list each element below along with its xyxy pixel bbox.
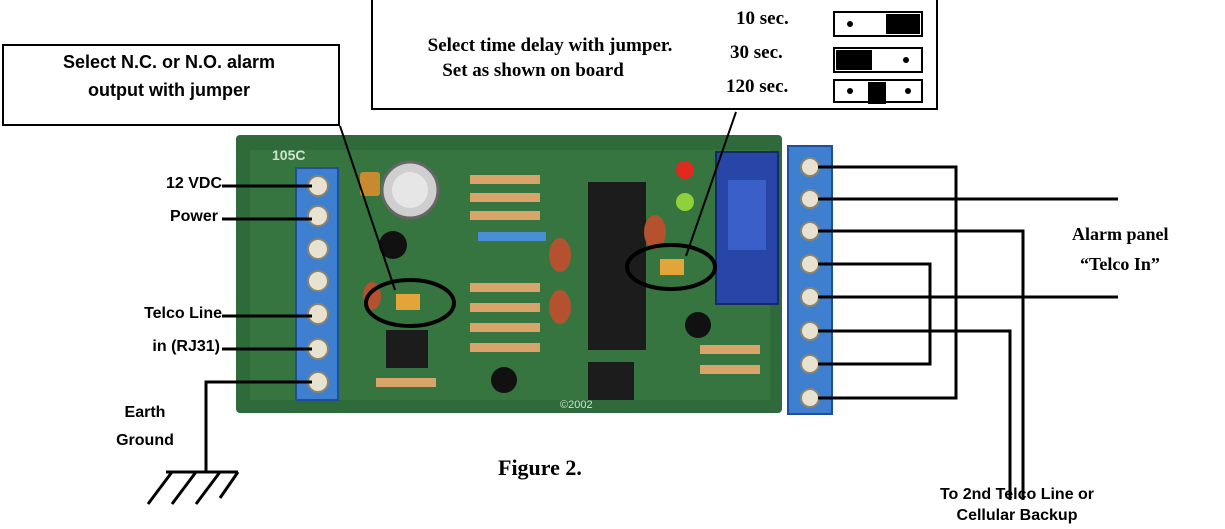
jumper-settings-diagram <box>833 11 923 104</box>
resistor <box>470 283 540 292</box>
nc-no-leader-line <box>339 125 396 291</box>
time-delay-label-line2: Set as shown on board <box>442 60 624 81</box>
wire-loop-outer <box>818 165 958 400</box>
terminal-screw <box>800 221 820 241</box>
tantalum-capacitor <box>360 172 380 196</box>
backup-wire-2 <box>818 329 1012 500</box>
jumper-shunt <box>868 82 886 104</box>
wire-loop-inner <box>818 262 932 366</box>
led-green <box>676 193 694 211</box>
time-delay-leader-line <box>685 111 737 257</box>
jumper-pin <box>847 88 853 94</box>
ic-chip-main <box>588 182 646 350</box>
terminal-screw <box>800 157 820 177</box>
terminal-screw <box>307 205 329 227</box>
ground-hatch <box>146 471 174 505</box>
board-copyright-marking: ©2002 <box>560 399 593 411</box>
board-model-marking: 105C <box>272 147 305 163</box>
circuit-board: 105C <box>236 135 833 415</box>
capacitor-top <box>392 172 428 208</box>
resistor <box>700 345 760 354</box>
left-wires <box>204 184 312 472</box>
transistor <box>379 231 407 259</box>
power-label-line2: Power <box>169 208 218 225</box>
terminal-screw <box>800 287 820 307</box>
terminal-screw <box>800 254 820 274</box>
resistor <box>470 211 540 220</box>
resistor <box>470 193 540 202</box>
earth-label-line1: Earth <box>124 404 166 421</box>
resistor <box>470 323 540 332</box>
nc-no-jumper-highlight <box>364 278 456 328</box>
resistor <box>700 365 760 374</box>
jumper-setting-120-sec <box>833 79 923 104</box>
resistor-array <box>376 175 760 387</box>
ground-hatch <box>194 471 222 505</box>
jumper-shunt <box>886 14 920 34</box>
delay-10-label: 10 sec. <box>736 8 789 29</box>
telco-label-line2: in (RJ31) <box>152 338 220 355</box>
earth-ground-symbol <box>146 470 240 505</box>
ic-chip-small <box>588 362 634 400</box>
ceramic-capacitor <box>549 238 571 272</box>
backup-label-line2: Cellular Backup <box>956 507 1078 524</box>
terminal-screw <box>800 388 820 408</box>
terminal-screw <box>307 270 329 292</box>
terminal-screw <box>307 238 329 260</box>
figure-caption: Figure 2. <box>498 455 582 480</box>
ceramic-capacitor <box>549 290 571 324</box>
earth-label-line2: Ground <box>116 432 174 449</box>
transistor <box>685 312 711 338</box>
telco-label-line1: Telco Line <box>144 305 222 322</box>
jumper-setting-10-sec <box>833 11 923 37</box>
terminal-screw <box>307 303 329 325</box>
backup-label-line1: To 2nd Telco Line or <box>939 486 1095 503</box>
jumper-pin <box>847 21 853 27</box>
terminal-screw <box>800 354 820 374</box>
right-wires <box>818 165 1118 500</box>
jumper-shunt <box>836 50 872 70</box>
resistor <box>470 303 540 312</box>
ic-chip-small <box>386 330 428 368</box>
resistor <box>478 232 546 241</box>
delay-30-label: 30 sec. <box>730 42 783 63</box>
nc-no-label-line1: Select N.C. or N.O. alarm <box>62 52 276 72</box>
alarm-panel-label-line1: Alarm panel <box>1072 224 1169 244</box>
nc-no-label-line2: output with jumper <box>88 80 250 100</box>
ground-hatch <box>170 471 198 505</box>
alarm-panel-label-line2: “Telco In” <box>1080 254 1160 274</box>
jumper-pin <box>903 57 909 63</box>
jumper-time-delay <box>660 259 684 275</box>
terminal-screw <box>800 189 820 209</box>
jumper-pin <box>905 88 911 94</box>
delay-120-label: 120 sec. <box>726 76 789 97</box>
power-label-line1: 12 VDC <box>165 175 222 192</box>
relay-label <box>728 180 766 250</box>
time-delay-label-line1: Select time delay with jumper. <box>427 35 673 56</box>
terminal-screw <box>800 321 820 341</box>
right-terminal-screws <box>800 157 820 408</box>
backup-wire-1 <box>818 229 1025 500</box>
ground-hatch <box>218 471 240 499</box>
earth-ground-wire <box>204 380 312 472</box>
jumper-nc-no <box>396 294 420 310</box>
ceramic-capacitor <box>644 215 666 249</box>
nc-no-callout <box>2 44 340 126</box>
resistor <box>470 343 540 352</box>
transistor <box>491 367 517 393</box>
resistor <box>376 378 436 387</box>
resistor <box>470 175 540 184</box>
time-delay-jumper-highlight <box>625 243 717 291</box>
led-red <box>676 161 694 179</box>
jumper-setting-30-sec <box>833 47 923 73</box>
